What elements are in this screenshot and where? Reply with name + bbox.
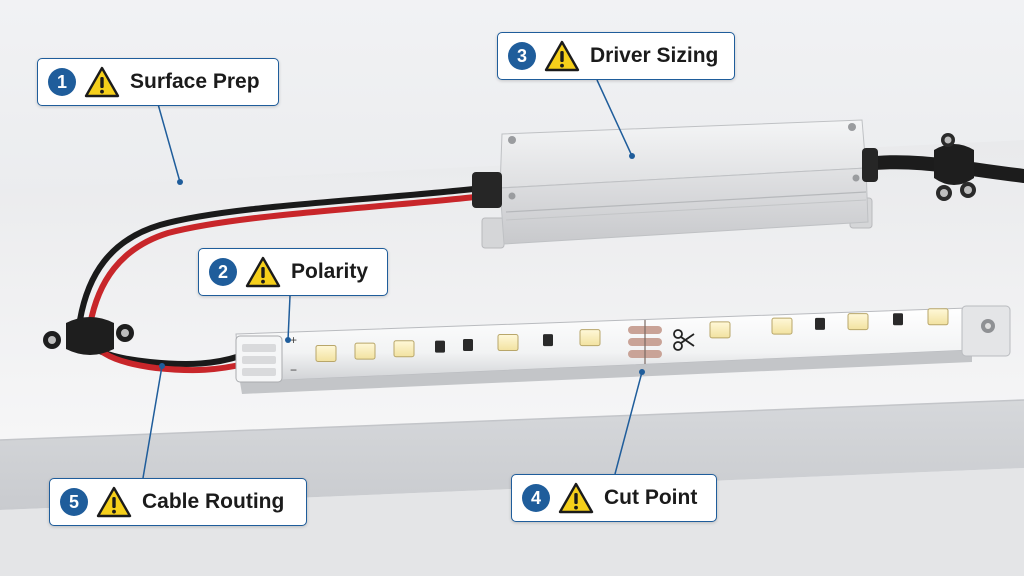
led-chip (579, 329, 601, 347)
callout-surface-prep: 1 Surface Prep (37, 58, 279, 106)
led-chip (315, 344, 337, 362)
callout-driver-sizing: 3 Driver Sizing (497, 32, 735, 80)
led-chips (315, 308, 949, 362)
scissors-icon (673, 329, 695, 351)
leader-dot-4 (639, 369, 645, 375)
callout-number: 3 (508, 42, 536, 70)
callout-label: Cut Point (604, 486, 698, 509)
led-chip (393, 340, 415, 358)
led-chip (927, 308, 949, 326)
right-cable-clip (934, 133, 976, 201)
warning-icon (84, 66, 120, 98)
resistor-chip (815, 317, 825, 330)
polarity-minus-mark: − (290, 363, 297, 377)
leader-dot-5 (159, 363, 165, 369)
led-chip (847, 313, 869, 331)
resistor-chip (893, 313, 903, 326)
led-driver-box (472, 119, 878, 249)
resistor-chip (463, 338, 473, 351)
callout-label: Cable Routing (142, 490, 285, 513)
left-cable-clip (43, 317, 134, 355)
warning-icon (96, 486, 132, 518)
led-chip (497, 334, 519, 352)
cut-pads (628, 320, 662, 364)
callout-cable-routing: 5 Cable Routing (49, 478, 307, 526)
callout-label: Driver Sizing (590, 44, 719, 67)
polarity-plus-mark: + (290, 333, 297, 347)
warning-icon (245, 256, 281, 288)
strip-connector (235, 335, 283, 383)
callout-number: 5 (60, 488, 88, 516)
leader-dot-3 (629, 153, 635, 159)
leader-dot-1 (177, 179, 183, 185)
led-chip (771, 317, 793, 335)
callout-label: Surface Prep (130, 70, 260, 93)
led-chip (354, 342, 376, 360)
callout-leaders (142, 79, 643, 479)
callout-polarity: 2 Polarity (198, 248, 388, 296)
leader-dot-2 (285, 337, 291, 343)
led-chip (709, 321, 731, 339)
callout-label: Polarity (291, 260, 369, 283)
callout-number: 1 (48, 68, 76, 96)
warning-icon (544, 40, 580, 72)
callout-number: 4 (522, 484, 550, 512)
output-wires (76, 185, 485, 374)
warning-icon (558, 482, 594, 514)
resistor-chip (435, 340, 445, 353)
callout-cut-point: 4 Cut Point (511, 474, 717, 522)
callout-number: 2 (209, 258, 237, 286)
resistor-chip (543, 334, 553, 347)
